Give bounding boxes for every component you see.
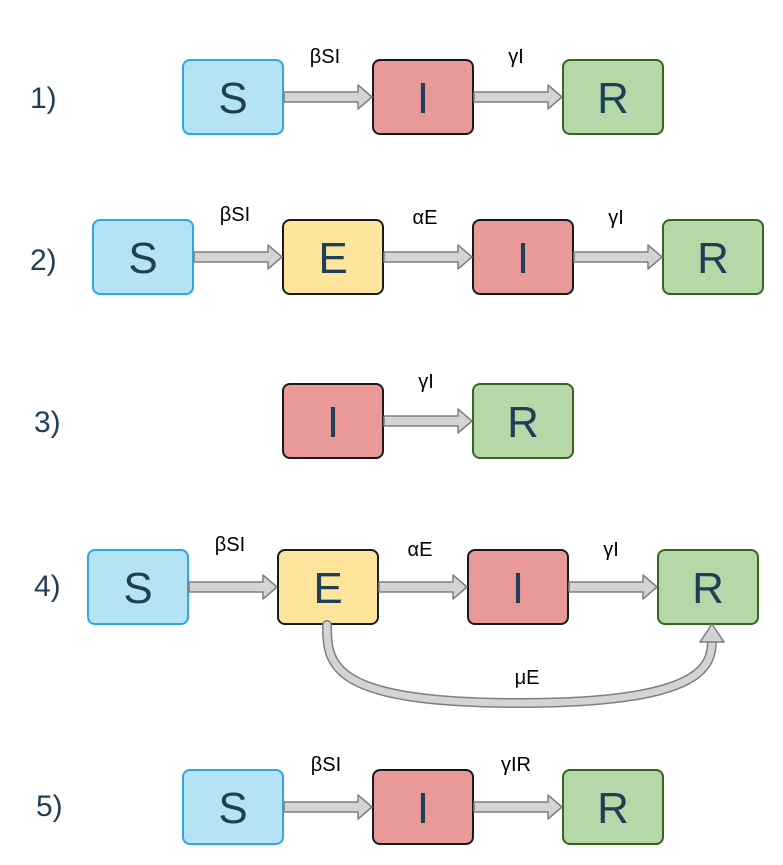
transition-arrow: [283, 794, 373, 820]
box-I-shape: [472, 219, 574, 295]
box-R-shape: [562, 769, 664, 845]
box-label: I: [517, 234, 529, 283]
model-1: 1) S I R βSI γI: [30, 46, 664, 135]
box-S: S: [182, 59, 284, 135]
box-I: I: [472, 219, 574, 295]
model-3: 3) I R γI: [34, 371, 574, 459]
rate-label: αE: [413, 207, 438, 229]
box-label: S: [218, 784, 247, 833]
transition-arrow: [473, 84, 563, 110]
box-R: R: [662, 219, 764, 295]
transition-arrow: [188, 574, 278, 600]
rate-label: γI: [603, 539, 619, 561]
model-2: 2) S E I R βSI αE γI: [30, 204, 764, 295]
box-S: S: [182, 769, 284, 845]
box-S-shape: [182, 769, 284, 845]
curved-arrow-head: [699, 623, 725, 643]
transition-arrow: [383, 408, 473, 434]
model-5: 5) S I R βSI γIR: [36, 754, 664, 845]
box-R-shape: [657, 549, 759, 625]
box-label: E: [318, 234, 347, 283]
model-number: 2): [30, 244, 57, 277]
box-label: R: [507, 398, 539, 447]
box-label: S: [218, 74, 247, 123]
transition-arrow: [378, 574, 468, 600]
rate-label: γI: [608, 207, 624, 229]
box-label: R: [597, 74, 629, 123]
rate-label: γI: [418, 371, 434, 393]
box-label: R: [692, 564, 724, 613]
transition-arrow: [568, 574, 658, 600]
box-label: I: [417, 784, 429, 833]
box-label: R: [697, 234, 729, 283]
model-number: 3): [34, 406, 61, 439]
transition-arrow: [193, 244, 283, 270]
box-label: S: [128, 234, 157, 283]
box-label: R: [597, 784, 629, 833]
model-number: 4): [34, 570, 61, 603]
model-number: 5): [36, 790, 63, 823]
curved-arrow-shaft-inner: [323, 621, 716, 707]
box-I: I: [467, 549, 569, 625]
box-E-shape: [282, 219, 384, 295]
transition-arrow: [383, 244, 473, 270]
box-I-shape: [372, 769, 474, 845]
box-R: R: [562, 59, 664, 135]
rate-label: βSI: [220, 204, 250, 226]
box-R: R: [472, 383, 574, 459]
rate-label: γI: [508, 46, 524, 68]
rate-label: βSI: [310, 46, 340, 68]
box-R-shape: [472, 383, 574, 459]
box-S: S: [92, 219, 194, 295]
box-S-shape: [87, 549, 189, 625]
box-label: I: [512, 564, 524, 613]
box-label: I: [417, 74, 429, 123]
box-E: E: [282, 219, 384, 295]
box-S-shape: [182, 59, 284, 135]
box-I-shape: [467, 549, 569, 625]
rate-label: βSI: [311, 754, 341, 776]
curved-transition-arrow: [322, 620, 725, 709]
box-I: I: [282, 383, 384, 459]
model-4: 4) S E I R βSI αE γI μE: [34, 534, 759, 709]
box-S-shape: [92, 219, 194, 295]
transition-arrow: [573, 244, 663, 270]
box-label: I: [327, 398, 339, 447]
box-R-shape: [562, 59, 664, 135]
box-R-shape: [662, 219, 764, 295]
box-label: S: [123, 564, 152, 613]
rate-label-extra: μE: [515, 667, 540, 689]
model-number: 1): [30, 82, 57, 115]
rate-label: βSI: [215, 534, 245, 556]
box-label: E: [313, 564, 342, 613]
box-S: S: [87, 549, 189, 625]
box-R: R: [562, 769, 664, 845]
rate-label: αE: [408, 539, 433, 561]
box-E: E: [277, 549, 379, 625]
box-I: I: [372, 59, 474, 135]
transition-arrow: [283, 84, 373, 110]
box-I-shape: [372, 59, 474, 135]
transition-arrow: [473, 794, 563, 820]
rate-label: γIR: [501, 754, 531, 776]
box-I-shape: [282, 383, 384, 459]
box-I: I: [372, 769, 474, 845]
box-R: R: [657, 549, 759, 625]
